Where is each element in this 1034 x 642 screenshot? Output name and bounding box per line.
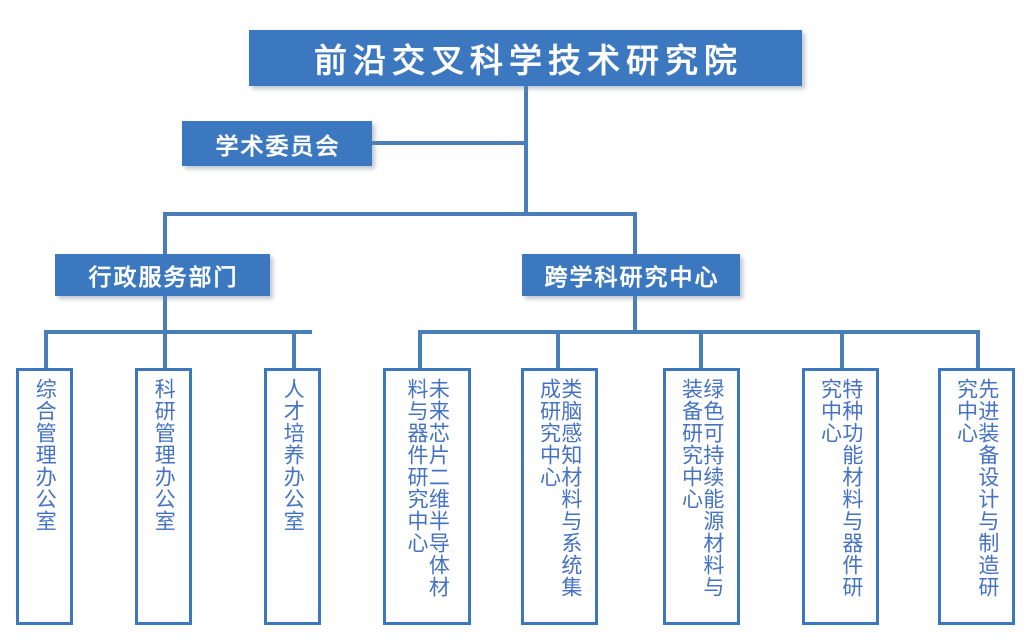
leaf-node-research-1-label: 未来芯片二维半导体材料与器件研究中心 <box>405 378 450 598</box>
branch-node-administrative-label: 行政服务部门 <box>88 264 239 290</box>
leaf-node-admin-1-label: 综合管理办公室 <box>33 378 57 532</box>
academic-committee-label: 学术委员会 <box>215 132 341 159</box>
connector-committee-stub <box>372 141 526 145</box>
connector-research-child-4 <box>840 330 844 370</box>
branch-node-research-label: 跨学科研究中心 <box>544 264 720 290</box>
connector-research-child-1 <box>418 330 422 370</box>
connector-research-child-5 <box>976 330 980 370</box>
academic-committee-node[interactable]: 学术委员会 <box>182 121 372 166</box>
root-node-label: 前沿交叉科学技术研究院 <box>314 42 743 79</box>
leaf-node-research-4-label: 特种功能材料与器件研究中心 <box>818 378 863 598</box>
connector-admin-bus <box>44 330 312 334</box>
leaf-node-research-5[interactable]: 先进装备设计与制造研究中心 <box>938 368 1015 625</box>
connector-admin-child-3 <box>292 330 296 370</box>
connector-research-stem <box>633 296 637 332</box>
connector-admin-child-2 <box>163 330 167 370</box>
leaf-node-research-4[interactable]: 特种功能材料与器件研究中心 <box>802 368 879 625</box>
leaf-node-research-1[interactable]: 未来芯片二维半导体材料与器件研究中心 <box>383 368 471 625</box>
leaf-node-research-3-label: 绿色可持续能源材料与装备研究中心 <box>679 378 724 598</box>
connector-research-child-3 <box>699 330 703 370</box>
connector-research-child-2 <box>556 330 560 370</box>
leaf-node-admin-3[interactable]: 人才培养办公室 <box>264 368 321 625</box>
connector-root-trunk <box>524 86 528 216</box>
leaf-node-admin-3-label: 人才培养办公室 <box>281 378 305 532</box>
root-node[interactable]: 前沿交叉科学技术研究院 <box>249 30 802 86</box>
leaf-node-admin-1[interactable]: 综合管理办公室 <box>16 368 73 625</box>
connector-drop-research <box>633 212 637 256</box>
connector-admin-stem <box>163 296 167 332</box>
leaf-node-admin-2-label: 科研管理办公室 <box>152 378 176 532</box>
connector-admin-child-1 <box>44 330 48 370</box>
branch-node-administrative[interactable]: 行政服务部门 <box>55 254 270 296</box>
leaf-node-research-5-label: 先进装备设计与制造研究中心 <box>954 378 999 598</box>
connector-main-bus <box>163 212 637 216</box>
leaf-node-research-3[interactable]: 绿色可持续能源材料与装备研究中心 <box>663 368 740 625</box>
connector-drop-admin <box>163 212 167 256</box>
leaf-node-research-2-label: 类脑感知材料与系统集成研究中心 <box>537 378 582 598</box>
leaf-node-research-2[interactable]: 类脑感知材料与系统集成研究中心 <box>521 368 598 625</box>
leaf-node-admin-2[interactable]: 科研管理办公室 <box>135 368 192 625</box>
branch-node-research[interactable]: 跨学科研究中心 <box>522 254 740 296</box>
